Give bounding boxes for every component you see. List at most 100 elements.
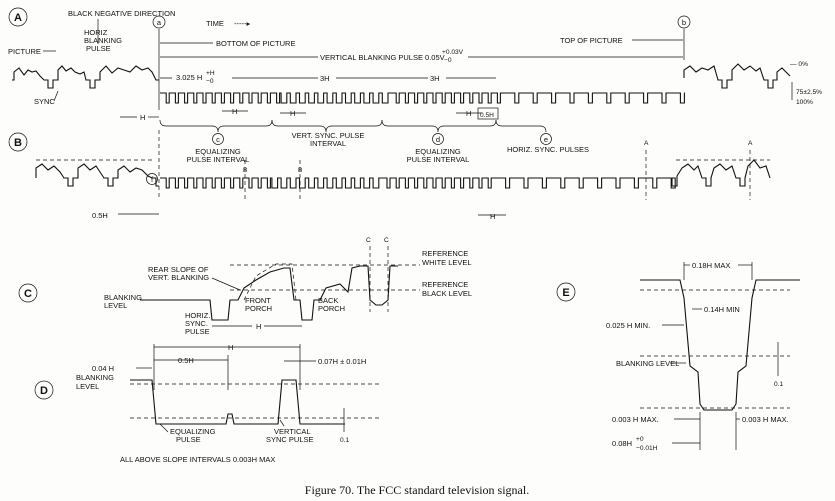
bracket-equalizing-2 bbox=[381, 119, 497, 133]
max-018: 0.18H MAX bbox=[692, 261, 730, 270]
ref-white-1: REFERENCE bbox=[422, 249, 468, 258]
point-e-label: e bbox=[544, 135, 548, 144]
panel-b: B f 0.5H B B A A H bbox=[8, 130, 771, 221]
w-004: 0.04 H bbox=[92, 364, 114, 373]
horiz-blanking-1: HORIZ bbox=[84, 28, 108, 37]
pct-100: 100% bbox=[796, 99, 813, 106]
bottom-of-picture-label: BOTTOM OF PICTURE bbox=[216, 39, 295, 48]
bracket-vert-sync bbox=[271, 119, 383, 133]
horiz-sync-c-1: HORIZ. bbox=[185, 311, 210, 320]
point-f-label: f bbox=[151, 175, 154, 184]
blanking-level-d-2: LEVEL bbox=[76, 382, 99, 391]
eq-interval-2a: EQUALIZING bbox=[415, 147, 461, 156]
waveform-e bbox=[640, 279, 800, 411]
picture-waveform-b-left bbox=[35, 163, 159, 187]
panel-e-badge bbox=[556, 282, 576, 302]
rear-slope-pointer bbox=[211, 277, 241, 291]
panel-e-letter: E bbox=[562, 287, 569, 299]
blanking-level-c-2: LEVEL bbox=[104, 301, 127, 310]
time-arrow: -----▸ bbox=[234, 19, 250, 28]
panel-c-letter: C bbox=[24, 288, 32, 300]
h-label-a: H bbox=[140, 113, 145, 122]
h-label-d: H bbox=[228, 343, 233, 352]
point-d-label: d bbox=[436, 135, 440, 144]
interval-1-tol-top: +H bbox=[206, 70, 215, 77]
sync-pointer bbox=[53, 90, 59, 102]
horiz-sync-c-2: SYNC. bbox=[185, 319, 208, 328]
time-label: TIME bbox=[206, 19, 224, 28]
interval-1-tol-bot: −0 bbox=[206, 78, 214, 85]
rear-slope-2: VERT. BLANKING bbox=[148, 273, 209, 282]
equalizing-d-2: PULSE bbox=[176, 435, 201, 444]
w-05: 0.5H bbox=[178, 356, 194, 365]
point-a-label: a bbox=[157, 18, 162, 27]
h-small-1: H bbox=[232, 107, 237, 116]
panel-a: A BLACK NEGATIVE DIRECTION TIME -----▸ a… bbox=[8, 7, 822, 164]
horiz-sync-c-3: PULSE bbox=[185, 327, 210, 336]
max-0003-right: 0.003 H MAX. bbox=[742, 415, 789, 424]
vertical-blanking-bg bbox=[318, 50, 468, 62]
point-b-marker bbox=[677, 15, 691, 29]
panel-b-letter: B bbox=[14, 137, 22, 149]
panel-b-badge bbox=[8, 132, 28, 152]
eq-interval-1a: EQUALIZING bbox=[195, 147, 241, 156]
interval-3-bg bbox=[428, 72, 446, 82]
back-porch-2: PORCH bbox=[318, 304, 345, 313]
waveform-c bbox=[140, 265, 398, 321]
vert-sync-2: INTERVAL bbox=[310, 139, 346, 148]
c1-label: C bbox=[366, 237, 371, 244]
eq-interval-1b: PULSE INTERVAL bbox=[187, 155, 250, 164]
back-porch-1: BACK bbox=[318, 296, 338, 305]
panel-d-letter: D bbox=[40, 385, 48, 397]
panel-c: C REAR SLOPE OF VERT. BLANKING BLANKING … bbox=[18, 237, 472, 336]
equalizing-d-pointer bbox=[159, 423, 169, 433]
half-h-label-a: 0.5H bbox=[480, 112, 494, 119]
interval-1-label: 3.025 H bbox=[176, 73, 202, 82]
vert-sync-1: VERT. SYNC. PULSE bbox=[292, 131, 365, 140]
vertical-blanking-train-b bbox=[160, 177, 676, 189]
panel-e: E 0.18H MAX 0.14H MIN 0.025 H MIN. BLANK… bbox=[556, 261, 800, 452]
black-negative-label: BLACK NEGATIVE DIRECTION bbox=[68, 9, 175, 18]
min-0025: 0.025 H MIN. bbox=[606, 321, 650, 330]
blanking-level-c-1: BLANKING bbox=[104, 293, 142, 302]
front-porch-1: FRONT bbox=[245, 296, 271, 305]
max-0003-left: 0.003 H MAX. bbox=[612, 415, 659, 424]
interval-2-label: 3H bbox=[320, 74, 330, 83]
blanking-level-d-1: BLANKING bbox=[76, 373, 114, 382]
point-b-label: b bbox=[682, 18, 686, 27]
marker-b2: B bbox=[298, 167, 303, 174]
horiz-sync-label: HORIZ. SYNC. PULSES bbox=[507, 145, 589, 154]
blanking-level-e: BLANKING LEVEL bbox=[616, 359, 679, 368]
vertical-sync-d-1: VERTICAL bbox=[274, 427, 311, 436]
w-008-tol-top: +0 bbox=[636, 436, 644, 443]
interval-1-bg bbox=[172, 70, 232, 82]
horiz-blanking-3: PULSE bbox=[86, 44, 111, 53]
point-d-marker bbox=[432, 133, 444, 145]
half-h-box bbox=[477, 107, 499, 120]
marker-a2: A bbox=[748, 140, 753, 147]
eq-interval-2b: PULSE INTERVAL bbox=[407, 155, 470, 164]
bracket-horiz-sync bbox=[495, 119, 547, 133]
ref-black-2: BLACK LEVEL bbox=[422, 289, 472, 298]
interval-3-label: 3H bbox=[430, 74, 440, 83]
panel-d: D BLANKING LEVEL 0.04 H 0.5H H 0.07H ± 0… bbox=[34, 343, 380, 464]
w-008-tol-bot: −0.01H bbox=[636, 445, 658, 452]
point-f-marker bbox=[146, 173, 158, 185]
bracket-equalizing-1 bbox=[159, 119, 273, 133]
h-small-3: H bbox=[466, 109, 471, 118]
vertical-blanking-tol-bot: −0 bbox=[444, 57, 452, 64]
equalizing-d-1: EQUALIZING bbox=[170, 427, 216, 436]
footnote-d: ALL ABOVE SLOPE INTERVALS 0.003H MAX bbox=[120, 455, 275, 464]
w-007: 0.07H ± 0.01H bbox=[318, 357, 366, 366]
half-h-label-b: 0.5H bbox=[92, 211, 108, 220]
min-014: 0.14H MIN bbox=[704, 305, 740, 314]
sync-label: SYNC bbox=[34, 97, 55, 106]
top-of-picture-label: TOP OF PICTURE bbox=[560, 36, 623, 45]
h-label-b: H bbox=[490, 212, 495, 221]
vertical-blanking-label: VERTICAL BLANKING PULSE 0.05V bbox=[320, 53, 445, 62]
w-008: 0.08H bbox=[612, 439, 632, 448]
c2-label: C bbox=[384, 237, 389, 244]
panel-d-badge bbox=[34, 380, 54, 400]
vertical-sync-d-pointer bbox=[279, 419, 285, 427]
